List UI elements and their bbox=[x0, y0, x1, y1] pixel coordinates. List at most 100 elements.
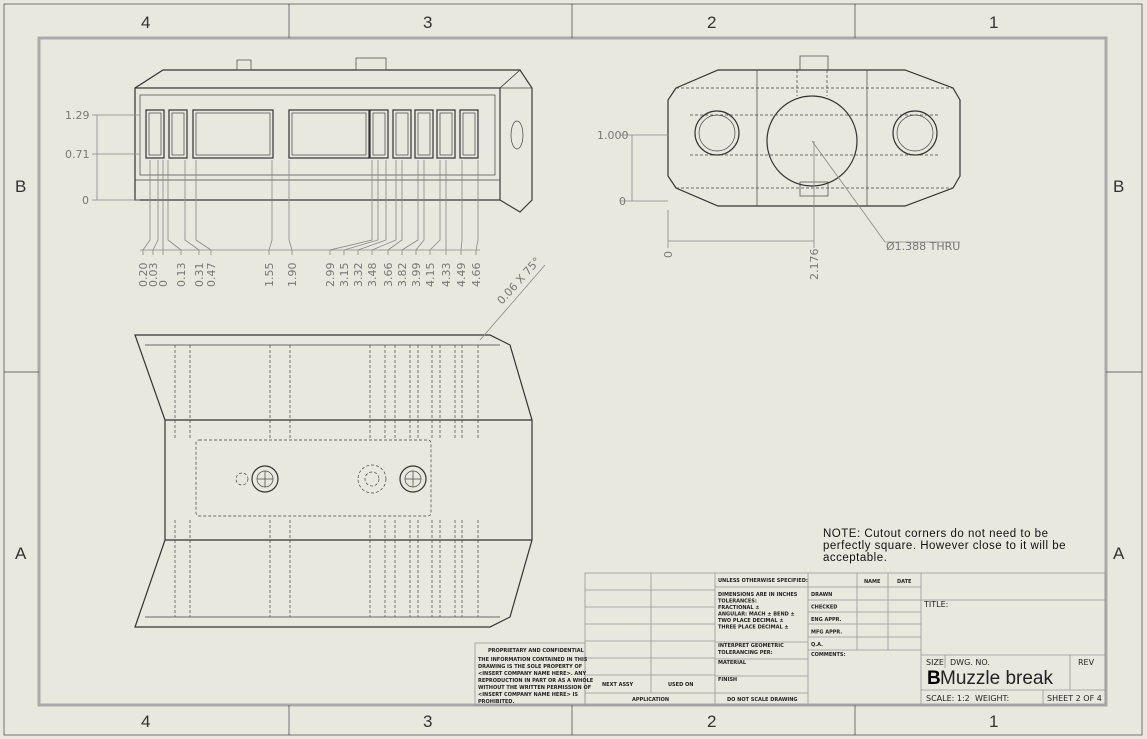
vent-slot bbox=[168, 109, 188, 159]
leader-line bbox=[329, 160, 373, 255]
zone-col-top: 1 bbox=[989, 13, 998, 32]
horizontal-dim-label: 4.49 bbox=[455, 263, 468, 288]
vent-slot-inner bbox=[372, 112, 386, 156]
approval-role: ENG APPR. bbox=[811, 617, 842, 623]
approval-role: CHECKED bbox=[811, 605, 837, 611]
horizontal-dim-label: 0.20 bbox=[137, 263, 150, 288]
leader-line bbox=[167, 160, 182, 255]
hole-callout: Ø1.388 THRU bbox=[886, 240, 960, 253]
do-not-scale-label: DO NOT SCALE DRAWING bbox=[727, 697, 798, 703]
vent-slot-inner bbox=[462, 112, 476, 156]
proprietary-line: PROHIBITED. bbox=[478, 699, 514, 705]
leader-line bbox=[268, 160, 273, 255]
dim-zero-horizontal: 0 bbox=[662, 251, 675, 258]
used-on-label: USED ON bbox=[668, 682, 693, 688]
proprietary-line: <INSERT COMPANY NAME HERE> IS bbox=[478, 692, 578, 698]
rev-label: REV bbox=[1078, 658, 1095, 667]
note-line-2: perfectly square. However close to it wi… bbox=[823, 540, 1066, 552]
chamfer-callout: 0.06 X 75° bbox=[495, 255, 544, 307]
tolerance-line: THREE PLACE DECIMAL ± bbox=[718, 625, 789, 631]
vent-slot-inner bbox=[395, 112, 409, 156]
vent-slot-inner bbox=[439, 112, 453, 156]
approval-role: MFG APPR. bbox=[811, 630, 842, 636]
zone-dividers bbox=[4, 4, 1142, 735]
dim-zero-vertical: 0 bbox=[619, 195, 626, 208]
vent-slot bbox=[436, 109, 456, 159]
title-label: TITLE: bbox=[923, 600, 948, 609]
horizontal-dim-label: 3.82 bbox=[396, 263, 409, 288]
note-line-3: acceptable. bbox=[823, 552, 887, 564]
proprietary-line: <INSERT COMPANY NAME HERE>. ANY bbox=[478, 671, 586, 677]
vent-slot-inner bbox=[171, 112, 185, 156]
dwg-no-label: DWG. NO. bbox=[950, 658, 990, 667]
next-assy-label: NEXT ASSY bbox=[602, 682, 633, 688]
leader-line bbox=[387, 160, 403, 255]
horizontal-dim-label: 4.15 bbox=[424, 263, 437, 288]
unless-specified: UNLESS OTHERWISE SPECIFIED: bbox=[718, 578, 808, 584]
zone-col-top: 3 bbox=[423, 13, 432, 32]
leader-line bbox=[415, 160, 425, 255]
leader-line bbox=[460, 160, 463, 255]
zone-row-right: B bbox=[1113, 177, 1124, 196]
horizontal-dim-label: 4.66 bbox=[470, 263, 483, 288]
vent-slot bbox=[145, 109, 165, 159]
sheet-size: B bbox=[927, 668, 941, 689]
tolerance-line: TWO PLACE DECIMAL ± bbox=[718, 618, 784, 624]
approval-role: DRAWN bbox=[811, 592, 832, 598]
vent-slot-inner bbox=[417, 112, 431, 156]
horizontal-dim-label: 3.48 bbox=[366, 263, 379, 288]
finish-label: FINISH bbox=[718, 677, 737, 683]
leader-line bbox=[371, 160, 397, 255]
horizontal-dim-label: 0.13 bbox=[175, 263, 188, 288]
zone-row-left: B bbox=[15, 177, 26, 196]
approval-role: Q.A. bbox=[811, 642, 823, 648]
application-label: APPLICATION bbox=[632, 697, 669, 703]
material-label: MATERIAL bbox=[718, 660, 747, 666]
leader-line bbox=[184, 160, 200, 255]
vertical-dim-label: 0.71 bbox=[65, 148, 90, 161]
horizontal-dim-label: 0.31 bbox=[193, 263, 206, 288]
vent-slot bbox=[192, 109, 274, 159]
vertical-dim-label: 0 bbox=[82, 194, 89, 207]
outer-border bbox=[3, 3, 1143, 736]
proprietary-line: REPRODUCTION IN PART OR AS A WHOLE bbox=[478, 678, 594, 684]
sheet-number: SHEET 2 OF 4 bbox=[1047, 694, 1102, 703]
leader-line bbox=[343, 160, 379, 255]
horizontal-dim-label: 2.99 bbox=[324, 263, 337, 288]
proprietary-line: THE INFORMATION CONTAINED IN THIS bbox=[478, 657, 588, 663]
tolerance-line: DIMENSIONS ARE IN INCHES bbox=[718, 592, 798, 598]
dim-1-000: 1.000 bbox=[597, 129, 629, 142]
leader-line bbox=[401, 160, 419, 255]
horizontal-dim-label: 4.33 bbox=[440, 263, 453, 288]
horizontal-dim-label: 1.90 bbox=[286, 263, 299, 288]
tolerance-line: FRACTIONAL ± bbox=[718, 605, 760, 611]
proprietary-line: WITHOUT THE WRITTEN PERMISSION OF bbox=[478, 685, 591, 691]
vent-slot-inner bbox=[148, 112, 162, 156]
interpret-2: TOLERANCING PER: bbox=[718, 650, 773, 656]
note: NOTE: Cutout corners do not need to be p… bbox=[823, 528, 1066, 564]
vent-slot-inner bbox=[195, 112, 271, 156]
zone-col-bottom: 3 bbox=[423, 712, 432, 731]
zone-col-bottom: 1 bbox=[989, 712, 998, 731]
date-header: DATE bbox=[897, 579, 912, 585]
zone-col-bottom: 4 bbox=[141, 712, 150, 731]
leader-line bbox=[475, 160, 479, 255]
leader-line bbox=[142, 160, 151, 255]
zone-col-top: 4 bbox=[141, 13, 150, 32]
vent-slot bbox=[369, 109, 389, 159]
tolerance-line: ANGULAR: MACH ± BEND ± bbox=[718, 612, 795, 618]
horizontal-dim-label: 0 bbox=[157, 280, 170, 287]
zone-col-bottom: 2 bbox=[707, 712, 716, 731]
leader-line bbox=[152, 160, 159, 255]
zone-col-top: 2 bbox=[707, 13, 716, 32]
horizontal-dim-label: 0.03 bbox=[147, 263, 160, 288]
bottom-view: 0.06 X 75° bbox=[134, 255, 546, 628]
comments-label: COMMENTS: bbox=[811, 652, 845, 658]
name-header: NAME bbox=[864, 579, 881, 585]
tolerance-line: TOLERANCES: bbox=[718, 599, 757, 605]
weight-label: WEIGHT: bbox=[975, 694, 1009, 703]
leader-line bbox=[429, 160, 441, 255]
title-block: UNLESS OTHERWISE SPECIFIED: DIMENSIONS A… bbox=[474, 572, 1106, 706]
